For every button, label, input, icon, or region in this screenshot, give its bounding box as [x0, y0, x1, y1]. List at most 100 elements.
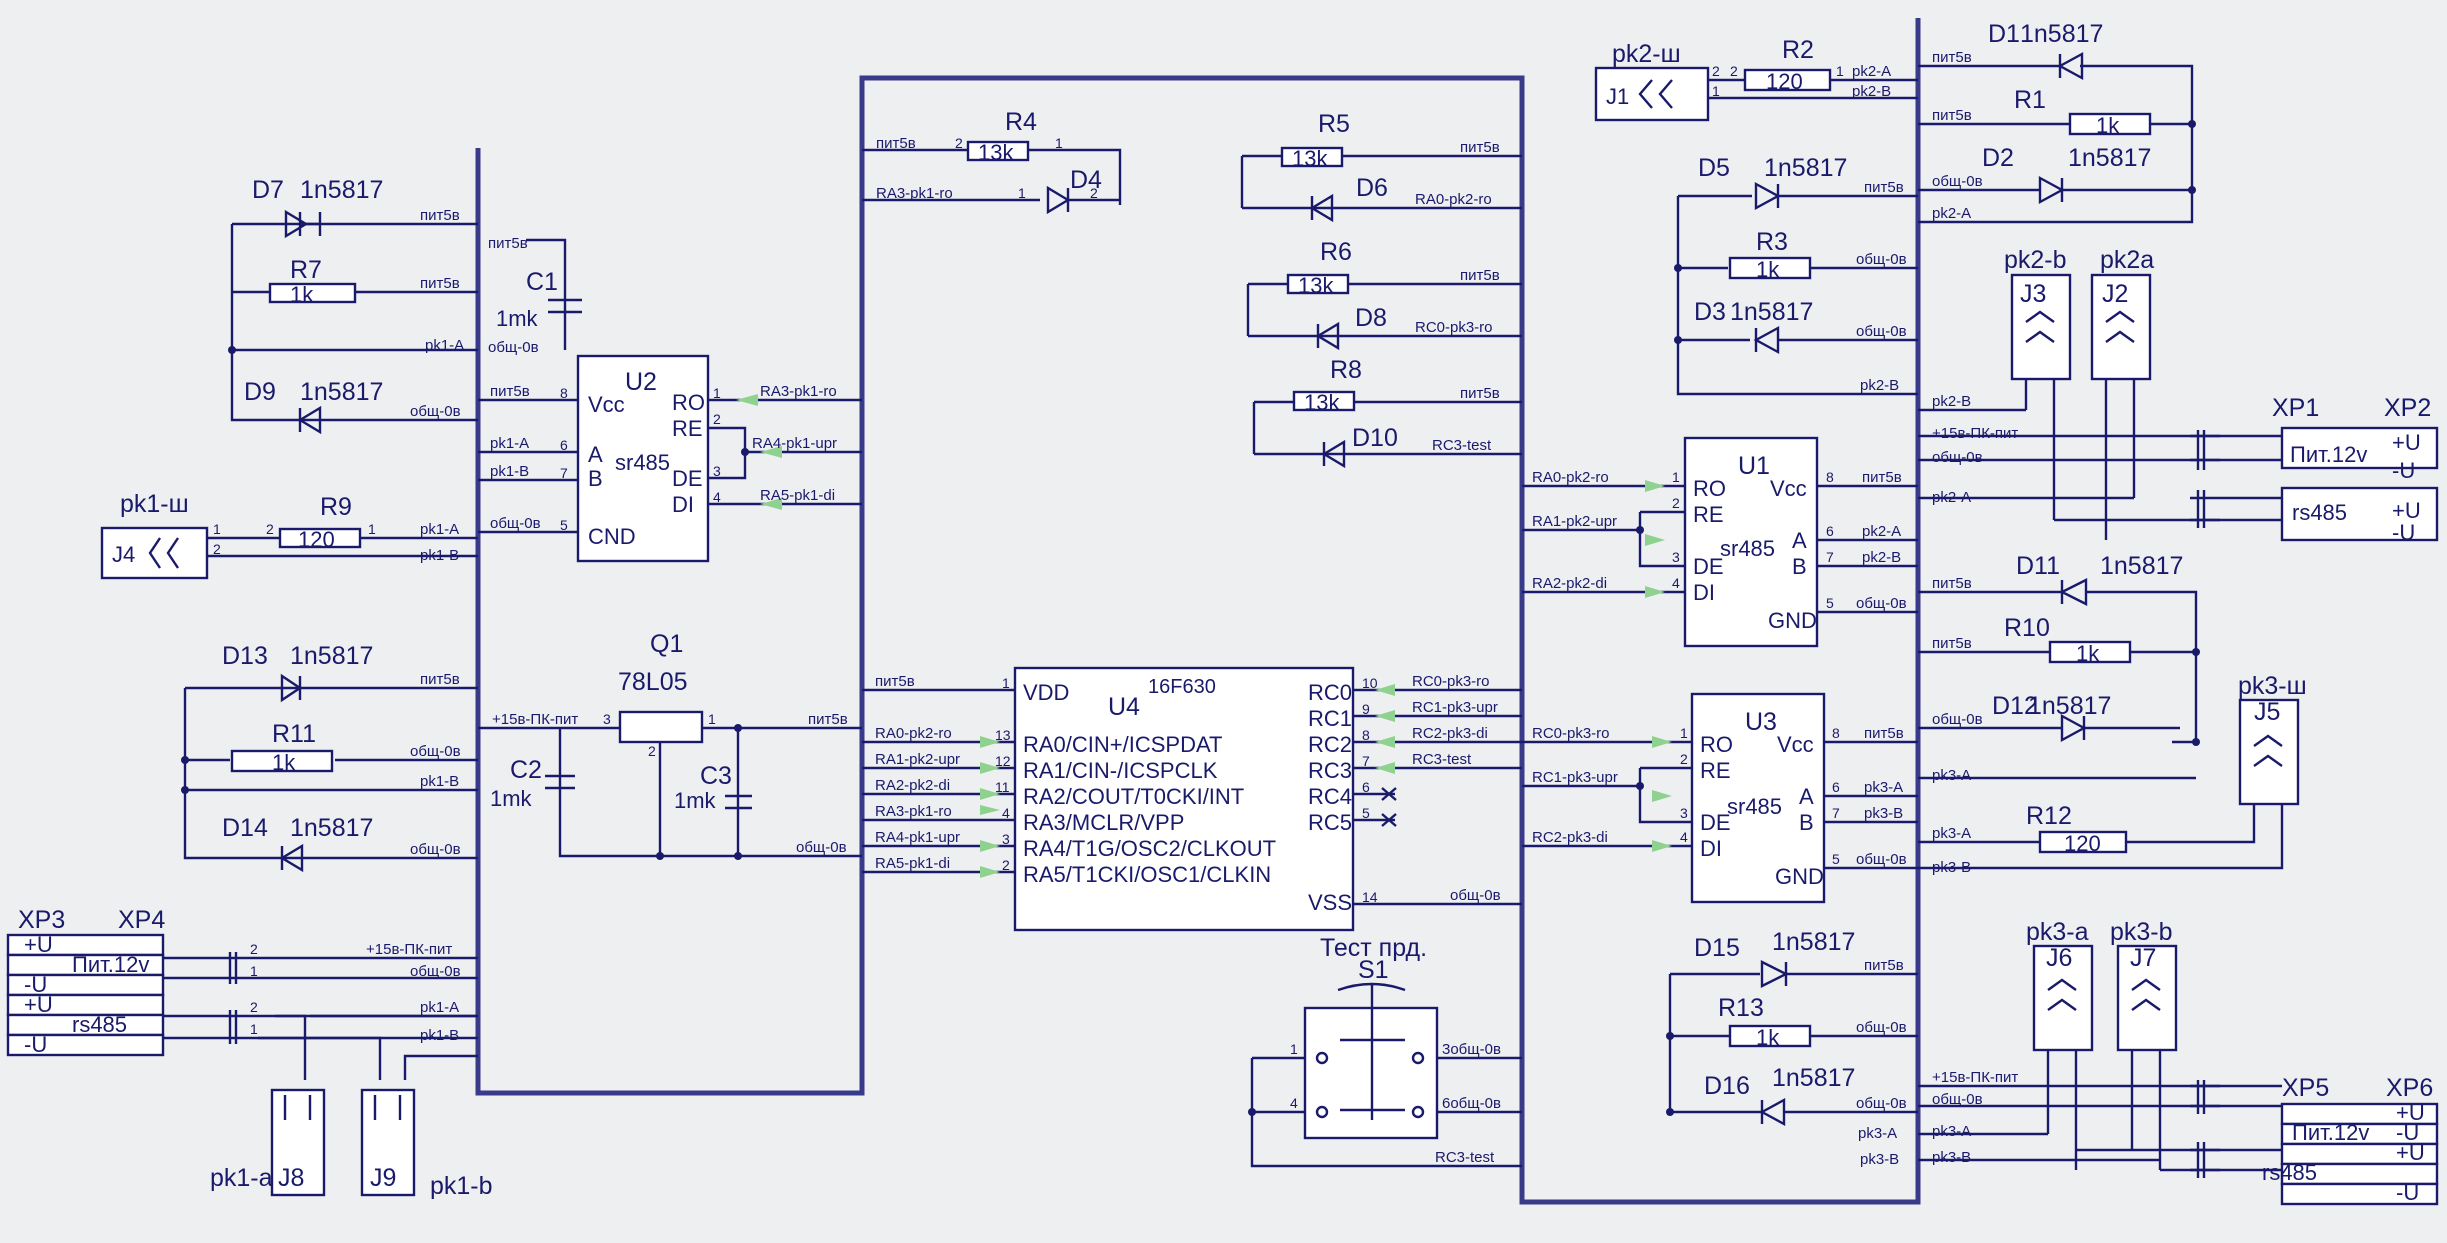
svg-text:пит5в: пит5в [1864, 179, 1904, 196]
svg-text:XP5: XP5 [2282, 1074, 2329, 1102]
svg-text:B: B [1792, 554, 1807, 579]
svg-text:C3: C3 [700, 762, 732, 790]
power-xp3-xp4: XP3 XP4 +U Пит.12v -U +U rs485 -U 21 21 … [6, 906, 493, 1200]
svg-text:RE: RE [1693, 502, 1724, 527]
svg-text:2: 2 [1672, 495, 1680, 511]
svg-text:GND: GND [1768, 608, 1817, 633]
svg-text:1: 1 [708, 711, 716, 727]
svg-text:пит5в: пит5в [1932, 635, 1972, 652]
svg-text:14: 14 [1362, 889, 1378, 905]
svg-text:общ-0в: общ-0в [410, 743, 461, 760]
r8-d10: 13k R8 D10 пит5в RC3-test [1252, 356, 1522, 469]
svg-text:RA0-pk2-ro: RA0-pk2-ro [1532, 469, 1609, 486]
svg-text:7: 7 [560, 465, 568, 481]
svg-text:RC3-test: RC3-test [1435, 1149, 1495, 1166]
svg-text:A: A [1792, 528, 1807, 553]
svg-text:3: 3 [1680, 805, 1688, 821]
svg-text:D6: D6 [1356, 174, 1388, 202]
svg-text:7: 7 [1826, 549, 1834, 565]
svg-text:XP1: XP1 [2272, 394, 2319, 422]
svg-text:+U: +U [2396, 1100, 2425, 1125]
svg-text:+U: +U [24, 932, 53, 957]
svg-text:A: A [588, 442, 603, 467]
svg-text:пит5в: пит5в [1932, 107, 1972, 124]
svg-text:пит5в: пит5в [488, 235, 528, 252]
svg-text:общ-0в: общ-0в [1932, 173, 1983, 190]
svg-text:pk2-b: pk2-b [2004, 246, 2067, 274]
svg-text:XP4: XP4 [118, 906, 165, 934]
svg-text:+U: +U [2392, 430, 2421, 455]
svg-text:1k: 1k [290, 282, 314, 307]
svg-text:RA2/COUT/T0CKI/INT: RA2/COUT/T0CKI/INT [1023, 784, 1244, 809]
svg-text:RC3-test: RC3-test [1412, 751, 1472, 768]
svg-text:RA0/CIN+/ICSPDAT: RA0/CIN+/ICSPDAT [1023, 732, 1222, 757]
svg-text:пит5в: пит5в [1460, 267, 1500, 284]
svg-text:pk3-A: pk3-A [1864, 779, 1903, 796]
svg-text:RA3-pk1-ro: RA3-pk1-ro [876, 185, 953, 202]
svg-text:pk1-B: pk1-B [490, 463, 529, 480]
svg-text:4: 4 [713, 489, 721, 505]
svg-text:RC0-pk3-ro: RC0-pk3-ro [1412, 673, 1490, 690]
svg-text:RA1/CIN-/ICSPCLK: RA1/CIN-/ICSPCLK [1023, 758, 1218, 783]
svg-text:1: 1 [1672, 469, 1680, 485]
svg-text:pk1-ш: pk1-ш [120, 490, 189, 518]
svg-text:1n5817: 1n5817 [1730, 298, 1813, 326]
svg-text:U4: U4 [1108, 693, 1140, 721]
svg-text:pk2-B: pk2-B [1932, 393, 1971, 410]
svg-text:6общ-0в: 6общ-0в [1442, 1095, 1501, 1112]
svg-text:VSS: VSS [1308, 890, 1352, 915]
svg-text:D7: D7 [252, 176, 284, 204]
svg-text:D16: D16 [1704, 1072, 1750, 1100]
svg-text:13k: 13k [1292, 146, 1328, 171]
svg-text:общ-0в: общ-0в [1932, 449, 1983, 466]
svg-text:78L05: 78L05 [618, 668, 688, 696]
svg-text:U3: U3 [1745, 708, 1777, 736]
svg-text:pk2-A: pk2-A [1862, 523, 1901, 540]
svg-text:pk1-A: pk1-A [420, 999, 459, 1016]
svg-text:pk3-b: pk3-b [2110, 918, 2173, 946]
svg-text:-U: -U [24, 1032, 47, 1057]
svg-text:Q1: Q1 [650, 630, 683, 658]
svg-text:D15: D15 [1694, 934, 1740, 962]
svg-text:4: 4 [1680, 829, 1688, 845]
svg-text:D5: D5 [1698, 154, 1730, 182]
svg-text:13k: 13k [1304, 390, 1340, 415]
svg-text:Vcc: Vcc [1770, 476, 1807, 501]
svg-text:RC0-pk3-ro: RC0-pk3-ro [1415, 319, 1493, 336]
svg-text:пит5в: пит5в [420, 207, 460, 224]
svg-text:D14: D14 [222, 814, 268, 842]
svg-text:R13: R13 [1718, 994, 1764, 1022]
svg-text:rs485: rs485 [2292, 500, 2347, 525]
svg-text:RA3/MCLR/VPP: RA3/MCLR/VPP [1023, 810, 1184, 835]
svg-text:пит5в: пит5в [420, 671, 460, 688]
svg-text:D4: D4 [1070, 166, 1102, 194]
svg-text:R12: R12 [2026, 802, 2072, 830]
svg-text:1n5817: 1n5817 [2020, 20, 2103, 48]
svg-text:J8: J8 [278, 1164, 304, 1192]
svg-text:pk1-A: pk1-A [425, 337, 464, 354]
svg-text:D1: D1 [1988, 20, 2020, 48]
svg-text:DI: DI [672, 492, 694, 517]
svg-text:пит5в: пит5в [420, 275, 460, 292]
svg-text:RA3-pk1-ro: RA3-pk1-ro [760, 383, 837, 400]
svg-text:RC2-pk3-di: RC2-pk3-di [1532, 829, 1608, 846]
svg-text:2: 2 [713, 411, 721, 427]
svg-text:1n5817: 1n5817 [290, 642, 373, 670]
pk2-protection: D5 1n5817 1k R3 D3 1n5817 пит5в общ-0в о… [1674, 154, 1918, 396]
svg-text:VDD: VDD [1023, 680, 1069, 705]
svg-text:-U: -U [2396, 1180, 2419, 1205]
svg-text:pk3-A: pk3-A [1858, 1125, 1897, 1142]
svg-text:3: 3 [713, 463, 721, 479]
svg-text:6: 6 [1826, 523, 1834, 539]
pk3-protection-top: D11 1n5817 1k R10 D12 1n5817 пит5в пит5в… [1918, 552, 2200, 784]
svg-text:2: 2 [1680, 751, 1688, 767]
svg-text:RC0-pk3-ro: RC0-pk3-ro [1532, 725, 1610, 742]
left-mid-protection: D13 1n5817 1k R11 D14 1n5817 пит5в общ-0… [181, 642, 478, 873]
svg-text:общ-0в: общ-0в [1856, 851, 1907, 868]
svg-text:1: 1 [1002, 675, 1010, 691]
r5-d6: 13k R5 D6 пит5в RA0-pk2-ro [1240, 110, 1522, 223]
svg-text:общ-0в: общ-0в [1856, 1095, 1907, 1112]
svg-text:1n5817: 1n5817 [1764, 154, 1847, 182]
svg-text:pk3-A: pk3-A [1932, 1123, 1971, 1140]
